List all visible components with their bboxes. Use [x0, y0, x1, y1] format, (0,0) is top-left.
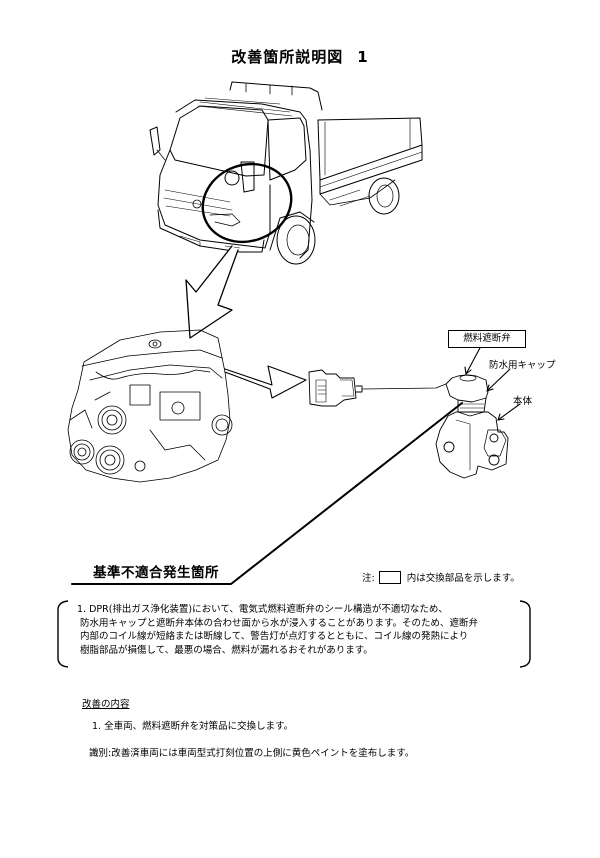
fuel-cut-valve-illustration — [435, 374, 509, 479]
pointer-arrow-right — [224, 365, 307, 399]
cap-callout-label: 防水用キャップ — [489, 360, 556, 371]
page-title: 改善箇所説明図 1 — [0, 46, 600, 67]
truck-illustration — [149, 81, 423, 265]
description-line: 1. DPR(排出ガス浄化装置)において、電気式燃料遮断弁のシール構造が不適切な… — [77, 604, 448, 615]
highlight-circle — [201, 162, 293, 244]
identification-note: 識別:改善済車両には車両型式打刻位置の上側に黄色ペイントを塗布します。 — [89, 748, 415, 759]
callout-arrows — [464, 345, 521, 421]
diagram-canvas — [67, 81, 521, 585]
pointer-arrow-down — [185, 245, 239, 339]
description-line: 樹脂部品が損傷して、最悪の場合、燃料が漏れるおそれがあります。 — [80, 644, 373, 656]
engine-illustration — [67, 329, 233, 483]
improvement-item: 1. 全車両、燃料遮断弁を対策品に交換します。 — [92, 721, 294, 732]
description-line: 内部のコイル線が短絡または断線して、警告灯が点灯するとともに、コイル線の発熱によ… — [80, 631, 469, 642]
legend-note: 注: 内は交換部品を示します。 — [362, 570, 520, 584]
right-bracket — [519, 600, 531, 668]
replacement-part-box-swatch — [378, 570, 401, 584]
left-bracket — [57, 600, 69, 668]
part-name-box: 燃料遮断弁 — [448, 330, 526, 348]
defect-description: 1. DPR(排出ガス浄化装置)において、電気式燃料遮断弁のシール構造が不適切な… — [77, 603, 527, 657]
note-prefix: 注: — [362, 573, 375, 584]
connector-illustration — [308, 369, 447, 407]
improvement-heading: 改善の内容 — [82, 699, 130, 710]
body-callout-label: 本体 — [513, 396, 533, 407]
nonconformity-leader-line — [71, 402, 463, 585]
title-text: 改善箇所説明図 — [231, 48, 344, 66]
note-text: 内は交換部品を示します。 — [406, 573, 520, 584]
title-number: 1 — [357, 48, 369, 66]
nonconformity-location-label: 基準不適合発生箇所 — [93, 565, 219, 581]
description-line: 防水用キャップと遮断弁本体の合わせ面から水が浸入することがあります。そのため、遮… — [80, 617, 479, 629]
